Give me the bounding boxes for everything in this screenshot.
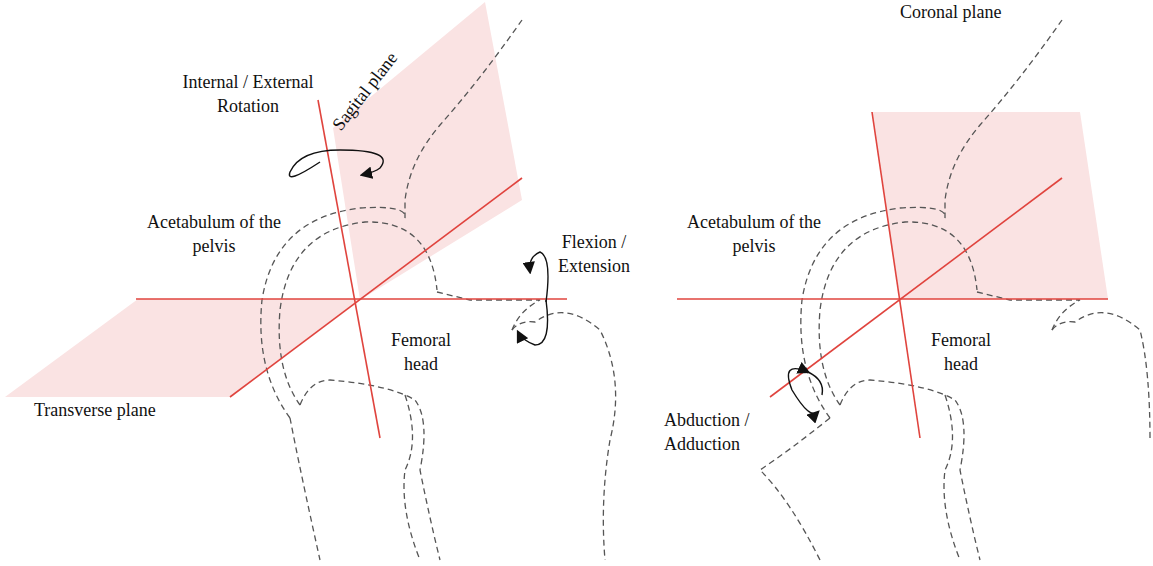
plane-label: Transverse plane — [34, 398, 204, 422]
bone-outline — [261, 20, 616, 560]
plane-label: Coronal plane — [900, 0, 1040, 24]
coronal-plane — [872, 112, 1108, 299]
axis-line — [136, 100, 1108, 438]
part-label: Femoral head — [918, 328, 1004, 376]
part-label: Femoral head — [378, 328, 464, 376]
motion-label: Internal / External Rotation — [168, 70, 328, 118]
motion-arrow — [289, 150, 822, 414]
transverse-plane — [5, 299, 360, 397]
bone-outline — [760, 20, 1150, 560]
part-label: Acetabulum of the pelvis — [140, 210, 288, 258]
motion-label: Flexion / Extension — [545, 230, 643, 278]
motion-label: Abduction / Adduction — [664, 408, 768, 456]
part-label: Acetabulum of the pelvis — [680, 210, 828, 258]
